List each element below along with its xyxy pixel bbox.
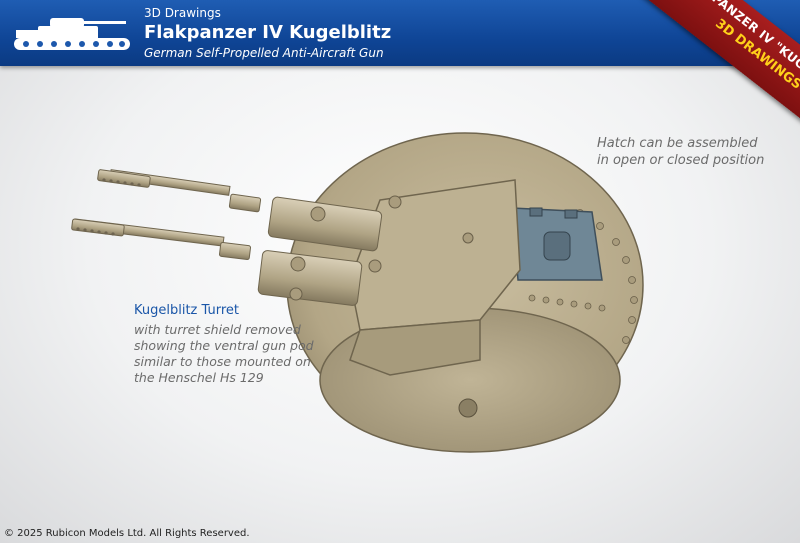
callout-description: with turret shield removed showing the v… (134, 322, 334, 386)
copyright-notice: © 2025 Rubicon Models Ltd. All Rights Re… (4, 528, 250, 539)
housing-bolt (388, 195, 402, 209)
upper-gun-barrel (97, 169, 383, 252)
hatch-knob (543, 231, 571, 261)
callout-line: showing the ventral gun pod (134, 338, 314, 353)
hatch-hinge (529, 207, 543, 217)
housing-bolt (462, 232, 474, 244)
hatch-annotation: Hatch can be assembled in open or closed… (597, 135, 797, 169)
page-title: Flakpanzer IV Kugelblitz (144, 22, 392, 43)
ribbon-subtitle: 3D DRAWINGS (712, 16, 800, 93)
turret-center-hole (458, 398, 478, 418)
callout-line: similar to those mounted on (134, 354, 311, 369)
page-subtitle: German Self-Propelled Anti-Aircraft Gun (144, 46, 384, 60)
callout-line: the Henschel Hs 129 (134, 370, 264, 385)
callout-title: Kugelblitz Turret (134, 303, 239, 318)
hatch-annotation-line: Hatch can be assembled (597, 136, 758, 151)
hatch-hinge (564, 209, 578, 219)
corner-ribbon: FLAKPANZER IV "KUGELBLITZ" 3D DRAWINGS (636, 0, 800, 157)
tank-silhouette-icon (14, 18, 130, 50)
turret-render (71, 132, 644, 453)
callout-line: with turret shield removed (134, 322, 301, 337)
housing-bolt (368, 259, 382, 273)
lower-gun-barrel (71, 218, 363, 306)
hatch-annotation-line: in open or closed position (597, 153, 765, 168)
barrel-perforations (76, 178, 141, 236)
header-kicker: 3D Drawings (144, 6, 221, 20)
gun-housing-side (349, 319, 481, 376)
